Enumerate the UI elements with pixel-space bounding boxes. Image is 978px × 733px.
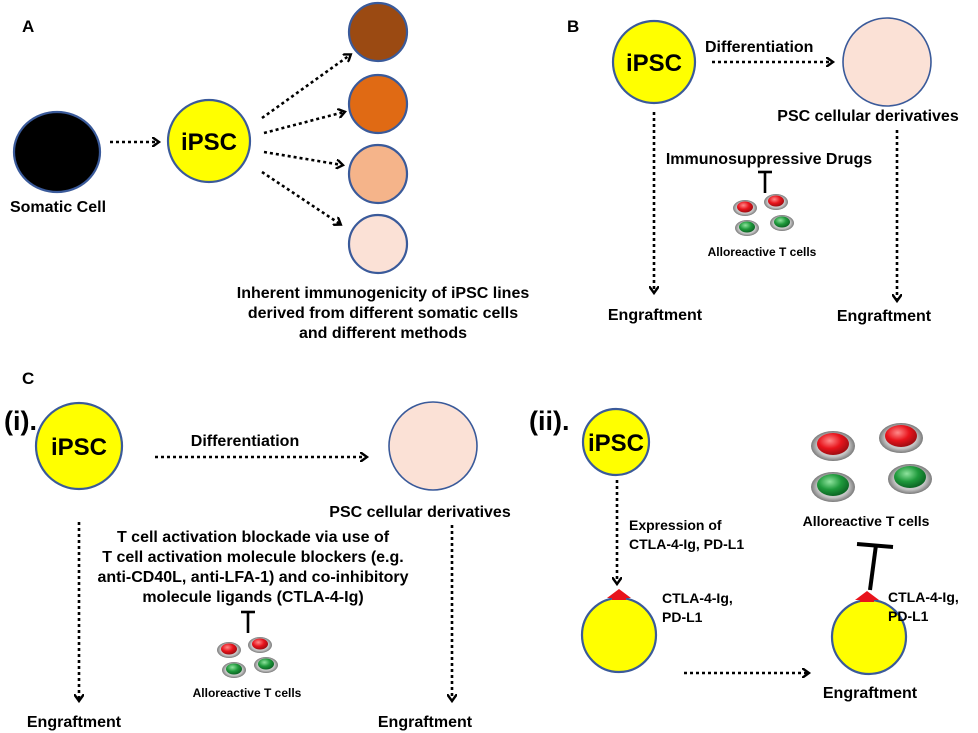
inhibition-symbol-c-i xyxy=(241,610,255,633)
derivative-cell-3 xyxy=(347,143,409,205)
ctla-label-2-line-2: PD-L1 xyxy=(888,608,929,624)
panel-c-letter: C xyxy=(22,369,34,388)
ctla4-pdl1-marker xyxy=(855,591,879,602)
derivative-cell-1 xyxy=(347,1,409,63)
blockade-caption: T cell activation blockade via use of T … xyxy=(97,529,408,606)
psc-derivative-cell-b xyxy=(842,17,932,107)
panel-b: B iPSC Differentiation PSC cellular deri… xyxy=(567,17,959,325)
immunogenicity-line-3: and different methods xyxy=(299,325,467,342)
alloreactive-t-cells-label-b: Alloreactive T cells xyxy=(708,245,817,259)
inhibition-symbol-b xyxy=(758,170,772,193)
panel-b-letter: B xyxy=(567,17,579,36)
somatic-cell-label: Somatic Cell xyxy=(10,199,106,216)
differentiation-label-b: Differentiation xyxy=(705,39,813,56)
panel-a: A Somatic Cell iPSC Inherent immunogenic… xyxy=(10,1,530,342)
ipsc-cell-c-i xyxy=(34,401,124,491)
panel-c-ii: (ii). iPSC Expression of CTLA-4-Ig, PD-L… xyxy=(529,406,959,702)
blockade-line-4: molecule ligands (CTLA-4-Ig) xyxy=(142,589,363,606)
psc-derivatives-label-b: PSC cellular derivatives xyxy=(777,108,959,125)
inhibition-symbol-c-ii xyxy=(856,542,894,591)
ipsc-label-c-i: iPSC xyxy=(51,434,107,461)
t-cell-cluster-c-i xyxy=(217,637,278,678)
panel-c-i-label: (i). xyxy=(4,406,37,436)
ctla-label-2-line-1: CTLA-4-Ig, xyxy=(888,589,959,605)
ctla-label-1-line-1: CTLA-4-Ig, xyxy=(662,590,733,606)
immunogenicity-line-1: Inherent immunogenicity of iPSC lines xyxy=(237,285,530,302)
engraftment-label-b-left: Engraftment xyxy=(608,307,703,324)
alloreactive-t-cells-label-c-i: Alloreactive T cells xyxy=(193,686,302,700)
ipsc-label-a: iPSC xyxy=(181,129,237,156)
somatic-cell xyxy=(12,110,102,194)
ipsc-label-b: iPSC xyxy=(626,50,682,77)
panel-c: C (i). iPSC Differentiation PSC cellular… xyxy=(4,369,959,731)
psc-derivatives-label-c-i: PSC cellular derivatives xyxy=(329,504,511,521)
blockade-line-3: anti-CD40L, anti-LFA-1) and co-inhibitor… xyxy=(97,569,408,586)
derivative-cell-2 xyxy=(347,73,409,135)
alloreactive-t-cells-label-c-ii: Alloreactive T cells xyxy=(803,513,930,529)
ctla4-pdl1-marker xyxy=(607,589,631,600)
arrow-ipsc-to-derivative-3 xyxy=(263,150,342,165)
arrow-ipsc-to-derivative-2 xyxy=(263,112,344,135)
expression-of-line-2: CTLA-4-Ig, PD-L1 xyxy=(629,536,744,552)
engraftment-label-b-right: Engraftment xyxy=(837,308,932,325)
arrow-ipsc-to-derivative-1 xyxy=(261,55,350,120)
ipsc-cell-b xyxy=(611,19,697,105)
ipsc-label-c-ii: iPSC xyxy=(588,430,644,457)
immunogenicity-line-2: derived from different somatic cells xyxy=(248,305,518,322)
t-cell-cluster-c-ii xyxy=(811,423,932,502)
blockade-line-2: T cell activation molecule blockers (e.g… xyxy=(102,549,403,566)
immunosuppressive-drugs-label: Immunosuppressive Drugs xyxy=(666,151,872,168)
expression-of-line-1: Expression of xyxy=(629,517,722,533)
engraftment-label-c-i-left: Engraftment xyxy=(27,714,122,731)
ctla-label-1-line-2: PD-L1 xyxy=(662,609,703,625)
panel-c-i: (i). iPSC Differentiation PSC cellular d… xyxy=(4,401,511,731)
panel-a-letter: A xyxy=(22,17,34,36)
engraftment-label-c-i-right: Engraftment xyxy=(378,714,473,731)
arrow-ipsc-to-derivative-4 xyxy=(261,170,340,224)
immunogenicity-caption: Inherent immunogenicity of iPSC lines de… xyxy=(237,285,530,342)
blockade-line-1: T cell activation blockade via use of xyxy=(117,529,390,546)
ipsc-cell-a xyxy=(166,98,252,184)
psc-derivative-cell-c-i xyxy=(388,401,478,491)
differentiation-label-c-i: Differentiation xyxy=(191,433,299,450)
modified-ipsc-cell xyxy=(580,596,658,674)
ipsc-cell-c-ii xyxy=(581,407,651,477)
t-cell-cluster-b xyxy=(733,194,794,236)
engraftment-label-c-ii: Engraftment xyxy=(823,685,918,702)
panel-c-ii-label: (ii). xyxy=(529,406,570,436)
derivative-cell-4 xyxy=(347,213,409,275)
